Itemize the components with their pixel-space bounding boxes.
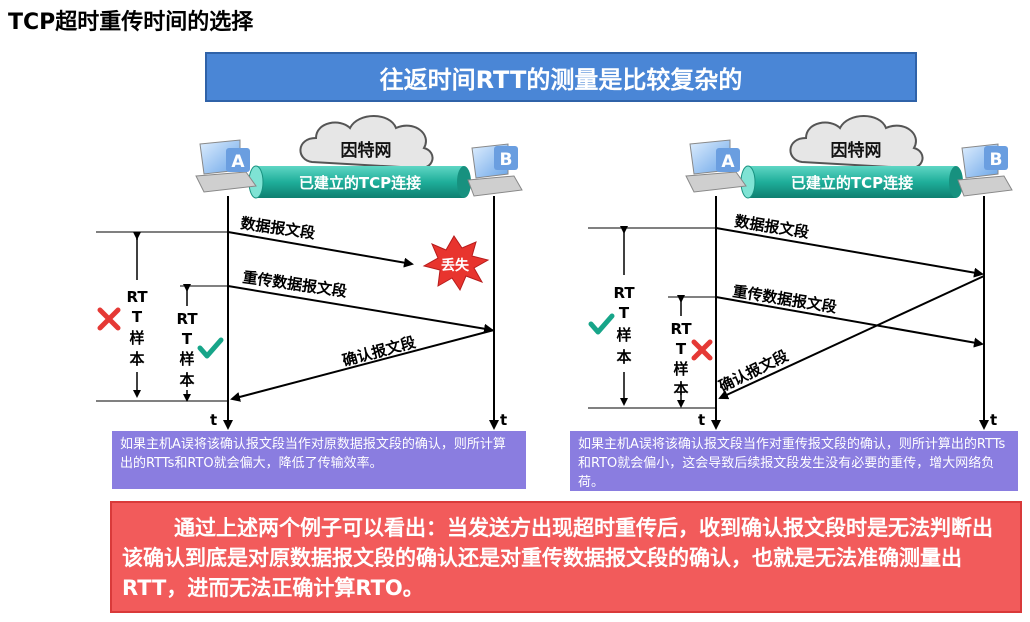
rtt-long-label-4: 本 (616, 348, 631, 366)
time-label-a: t (698, 411, 705, 429)
ack-arrow (718, 275, 985, 400)
host-a-label: A (231, 152, 245, 172)
ack-label: 确认报文段 (340, 333, 417, 370)
check-icon (197, 337, 224, 359)
left-explanation-note: 如果主机A误将该确认报文段当作对原数据报文段的确认，则所计算出的RTTs和RTO… (112, 431, 526, 489)
rtt-long-label-3: 样 (129, 329, 144, 347)
internet-cloud: 因特网 (789, 115, 924, 170)
rtt-long-label-4: 本 (129, 350, 144, 368)
time-label-b: t (500, 411, 507, 429)
page-title: TCP超时重传时间的选择 (8, 10, 254, 35)
time-label-b: t (990, 411, 997, 429)
retransmit-arrow (227, 285, 494, 334)
conclusion-box: 通过上述两个例子可以看出：当发送方出现超时重传后，收到确认报文段时是无法判断出该… (110, 501, 1022, 613)
rtt-short-label-1: RT (670, 320, 692, 338)
host-b-laptop-icon: B (957, 143, 1013, 197)
data-segment-label: 数据报文段 (239, 214, 316, 242)
retransmit-label: 重传数据报文段 (241, 268, 347, 300)
lost-burst-icon: 丢失 (422, 235, 490, 292)
host-b-laptop-icon: B (467, 143, 523, 197)
host-a-laptop-icon: A (195, 139, 257, 193)
right-scenario: 因特网 已建立的TCP连接 A B t t (588, 115, 1013, 430)
rtt-short-label-3: 样 (179, 350, 194, 368)
left-scenario: 因特网 已建立的TCP连接 A B t t (96, 115, 523, 430)
rtt-short-label-3: 样 (673, 360, 688, 378)
rtt-long-label-1: RT (613, 284, 635, 302)
rtt-short-label-4: 本 (673, 380, 688, 398)
retransmit-label: 重传数据报文段 (731, 282, 838, 316)
tcp-connection-tube: 已建立的TCP连接 (740, 165, 963, 199)
cloud-label: 因特网 (831, 140, 882, 161)
tunnel-label: 已建立的TCP连接 (791, 174, 913, 192)
conclusion-text: 通过上述两个例子可以看出：当发送方出现超时重传后，收到确认报文段时是无法判断出该… (122, 516, 993, 600)
host-b-label: B (500, 150, 513, 170)
rtt-short-label-4: 本 (179, 371, 194, 389)
rtt-short-label-2: T (182, 330, 193, 348)
host-a-label: A (721, 152, 735, 172)
ack-arrow (230, 329, 495, 402)
host-a-laptop-icon: A (685, 139, 747, 193)
retransmit-arrow (715, 296, 984, 348)
rtt-long-label-2: T (132, 308, 143, 326)
rtt-short-label-1: RT (176, 310, 198, 328)
rtt-long-label-2: T (619, 304, 630, 322)
check-icon (588, 313, 615, 335)
tunnel-label: 已建立的TCP连接 (299, 174, 421, 192)
lost-label: 丢失 (441, 257, 470, 274)
data-segment-arrow (715, 227, 984, 278)
banner-title: 往返时间RTT的测量是比较复杂的 (205, 52, 917, 102)
time-label-a: t (210, 411, 217, 429)
rtt-long-label-1: RT (126, 288, 148, 306)
tcp-connection-tube: 已建立的TCP连接 (248, 165, 471, 199)
cloud-label: 因特网 (341, 140, 392, 161)
data-segment-arrow (227, 231, 414, 268)
host-b-label: B (990, 150, 1003, 170)
rtt-short-label-2: T (676, 340, 687, 358)
cross-icon (691, 339, 713, 361)
rtt-long-label-3: 样 (616, 326, 631, 344)
right-explanation-note: 如果主机A误将该确认报文段当作对重传报文段的确认，则所计算出的RTTs和RTO就… (570, 431, 1018, 491)
internet-cloud: 因特网 (299, 115, 434, 170)
cross-icon (97, 307, 121, 331)
